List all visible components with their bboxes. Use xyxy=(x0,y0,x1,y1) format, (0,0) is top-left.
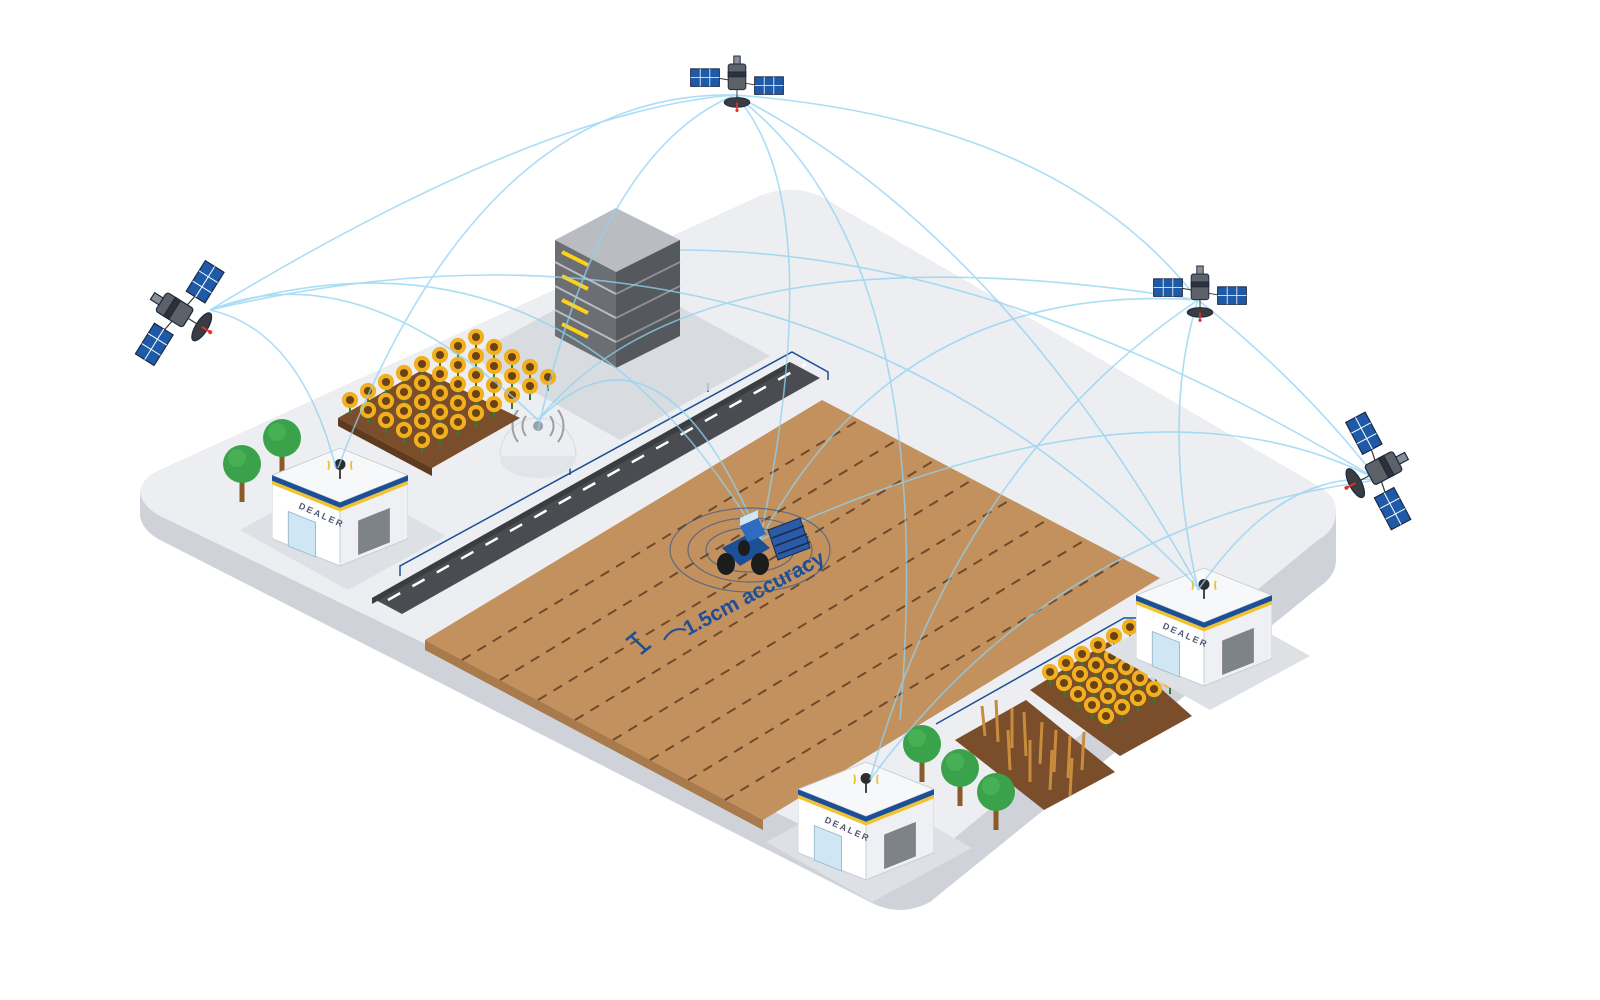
sunflower-icon xyxy=(485,357,503,375)
sunflower-icon xyxy=(395,364,413,382)
sunflower-icon xyxy=(431,365,449,383)
field xyxy=(425,400,1160,830)
dealer-right: DEALER xyxy=(1104,567,1310,710)
sunflower-icon xyxy=(395,383,413,401)
sunflower-icon xyxy=(413,412,431,430)
sunflower-icon xyxy=(1057,654,1075,672)
sunflower-icon xyxy=(1055,674,1073,692)
sunflower-icon xyxy=(1089,636,1107,654)
wheat-bed xyxy=(955,699,1115,810)
sunflower-icon xyxy=(503,367,521,385)
sunflower-icon xyxy=(377,411,395,429)
sunflower-icon xyxy=(377,392,395,410)
sunflower-icon xyxy=(1069,685,1087,703)
sunflower-icon xyxy=(431,346,449,364)
sunflower-icon xyxy=(467,366,485,384)
sunflower-icon xyxy=(449,413,467,431)
sunflower-icon xyxy=(377,373,395,391)
sunflower-icon xyxy=(485,338,503,356)
sunflower-icon xyxy=(1129,689,1147,707)
sunflower-icon xyxy=(341,391,359,409)
sunflower-icon xyxy=(413,431,431,449)
sunflower-icon xyxy=(359,401,377,419)
sunflower-icon xyxy=(1101,667,1119,685)
measure-icon xyxy=(625,631,652,655)
dealer-bottom: DEALER xyxy=(766,761,972,902)
sunflower-icon xyxy=(413,355,431,373)
sunflower-icon xyxy=(1083,696,1101,714)
data-server xyxy=(470,208,770,440)
sunflower-icon xyxy=(467,347,485,365)
sunflower-icon xyxy=(1085,676,1103,694)
sunflower-icon xyxy=(1071,665,1089,683)
sunflower-icon xyxy=(503,348,521,366)
sunflower-icon xyxy=(413,393,431,411)
sunflower-icon xyxy=(431,384,449,402)
sunflower-icon xyxy=(431,403,449,421)
satellite-icon xyxy=(689,55,785,113)
sunflower-icon xyxy=(521,358,539,376)
sunflower-icon xyxy=(395,421,413,439)
sunflower-icon xyxy=(413,374,431,392)
sunflower-icon xyxy=(467,404,485,422)
radio-antenna-icon xyxy=(499,409,577,478)
sunflower-icon xyxy=(1099,687,1117,705)
sunflower-icon xyxy=(485,395,503,413)
arrow-icon xyxy=(663,628,687,641)
sunflower-icon xyxy=(521,377,539,395)
sunflower-icon xyxy=(449,375,467,393)
sunflower-icon xyxy=(1113,698,1131,716)
dealer-left: DEALER xyxy=(240,447,446,590)
tractor-icon xyxy=(717,510,811,575)
sunflower-icon xyxy=(1087,656,1105,674)
sunflower-icon xyxy=(1097,707,1115,725)
sunflower-icon xyxy=(1145,680,1163,698)
tractor-group xyxy=(669,507,831,593)
sunflower-icon xyxy=(1115,678,1133,696)
sunflower-icon xyxy=(449,394,467,412)
sunflower-icon xyxy=(431,422,449,440)
sunflower-icon xyxy=(1121,618,1139,636)
satellite-icon xyxy=(1152,265,1248,323)
sunflower-icon xyxy=(1041,663,1059,681)
sunflower-icon xyxy=(395,402,413,420)
sunflower-icon xyxy=(467,385,485,403)
sunflower-icon xyxy=(1073,645,1091,663)
sunflower-icon xyxy=(539,368,557,386)
sunflower-icon xyxy=(449,337,467,355)
sunflower-icon xyxy=(449,356,467,374)
gnss-signal-arcs xyxy=(209,94,1379,781)
sunflower-icon xyxy=(467,328,485,346)
road xyxy=(372,362,820,614)
